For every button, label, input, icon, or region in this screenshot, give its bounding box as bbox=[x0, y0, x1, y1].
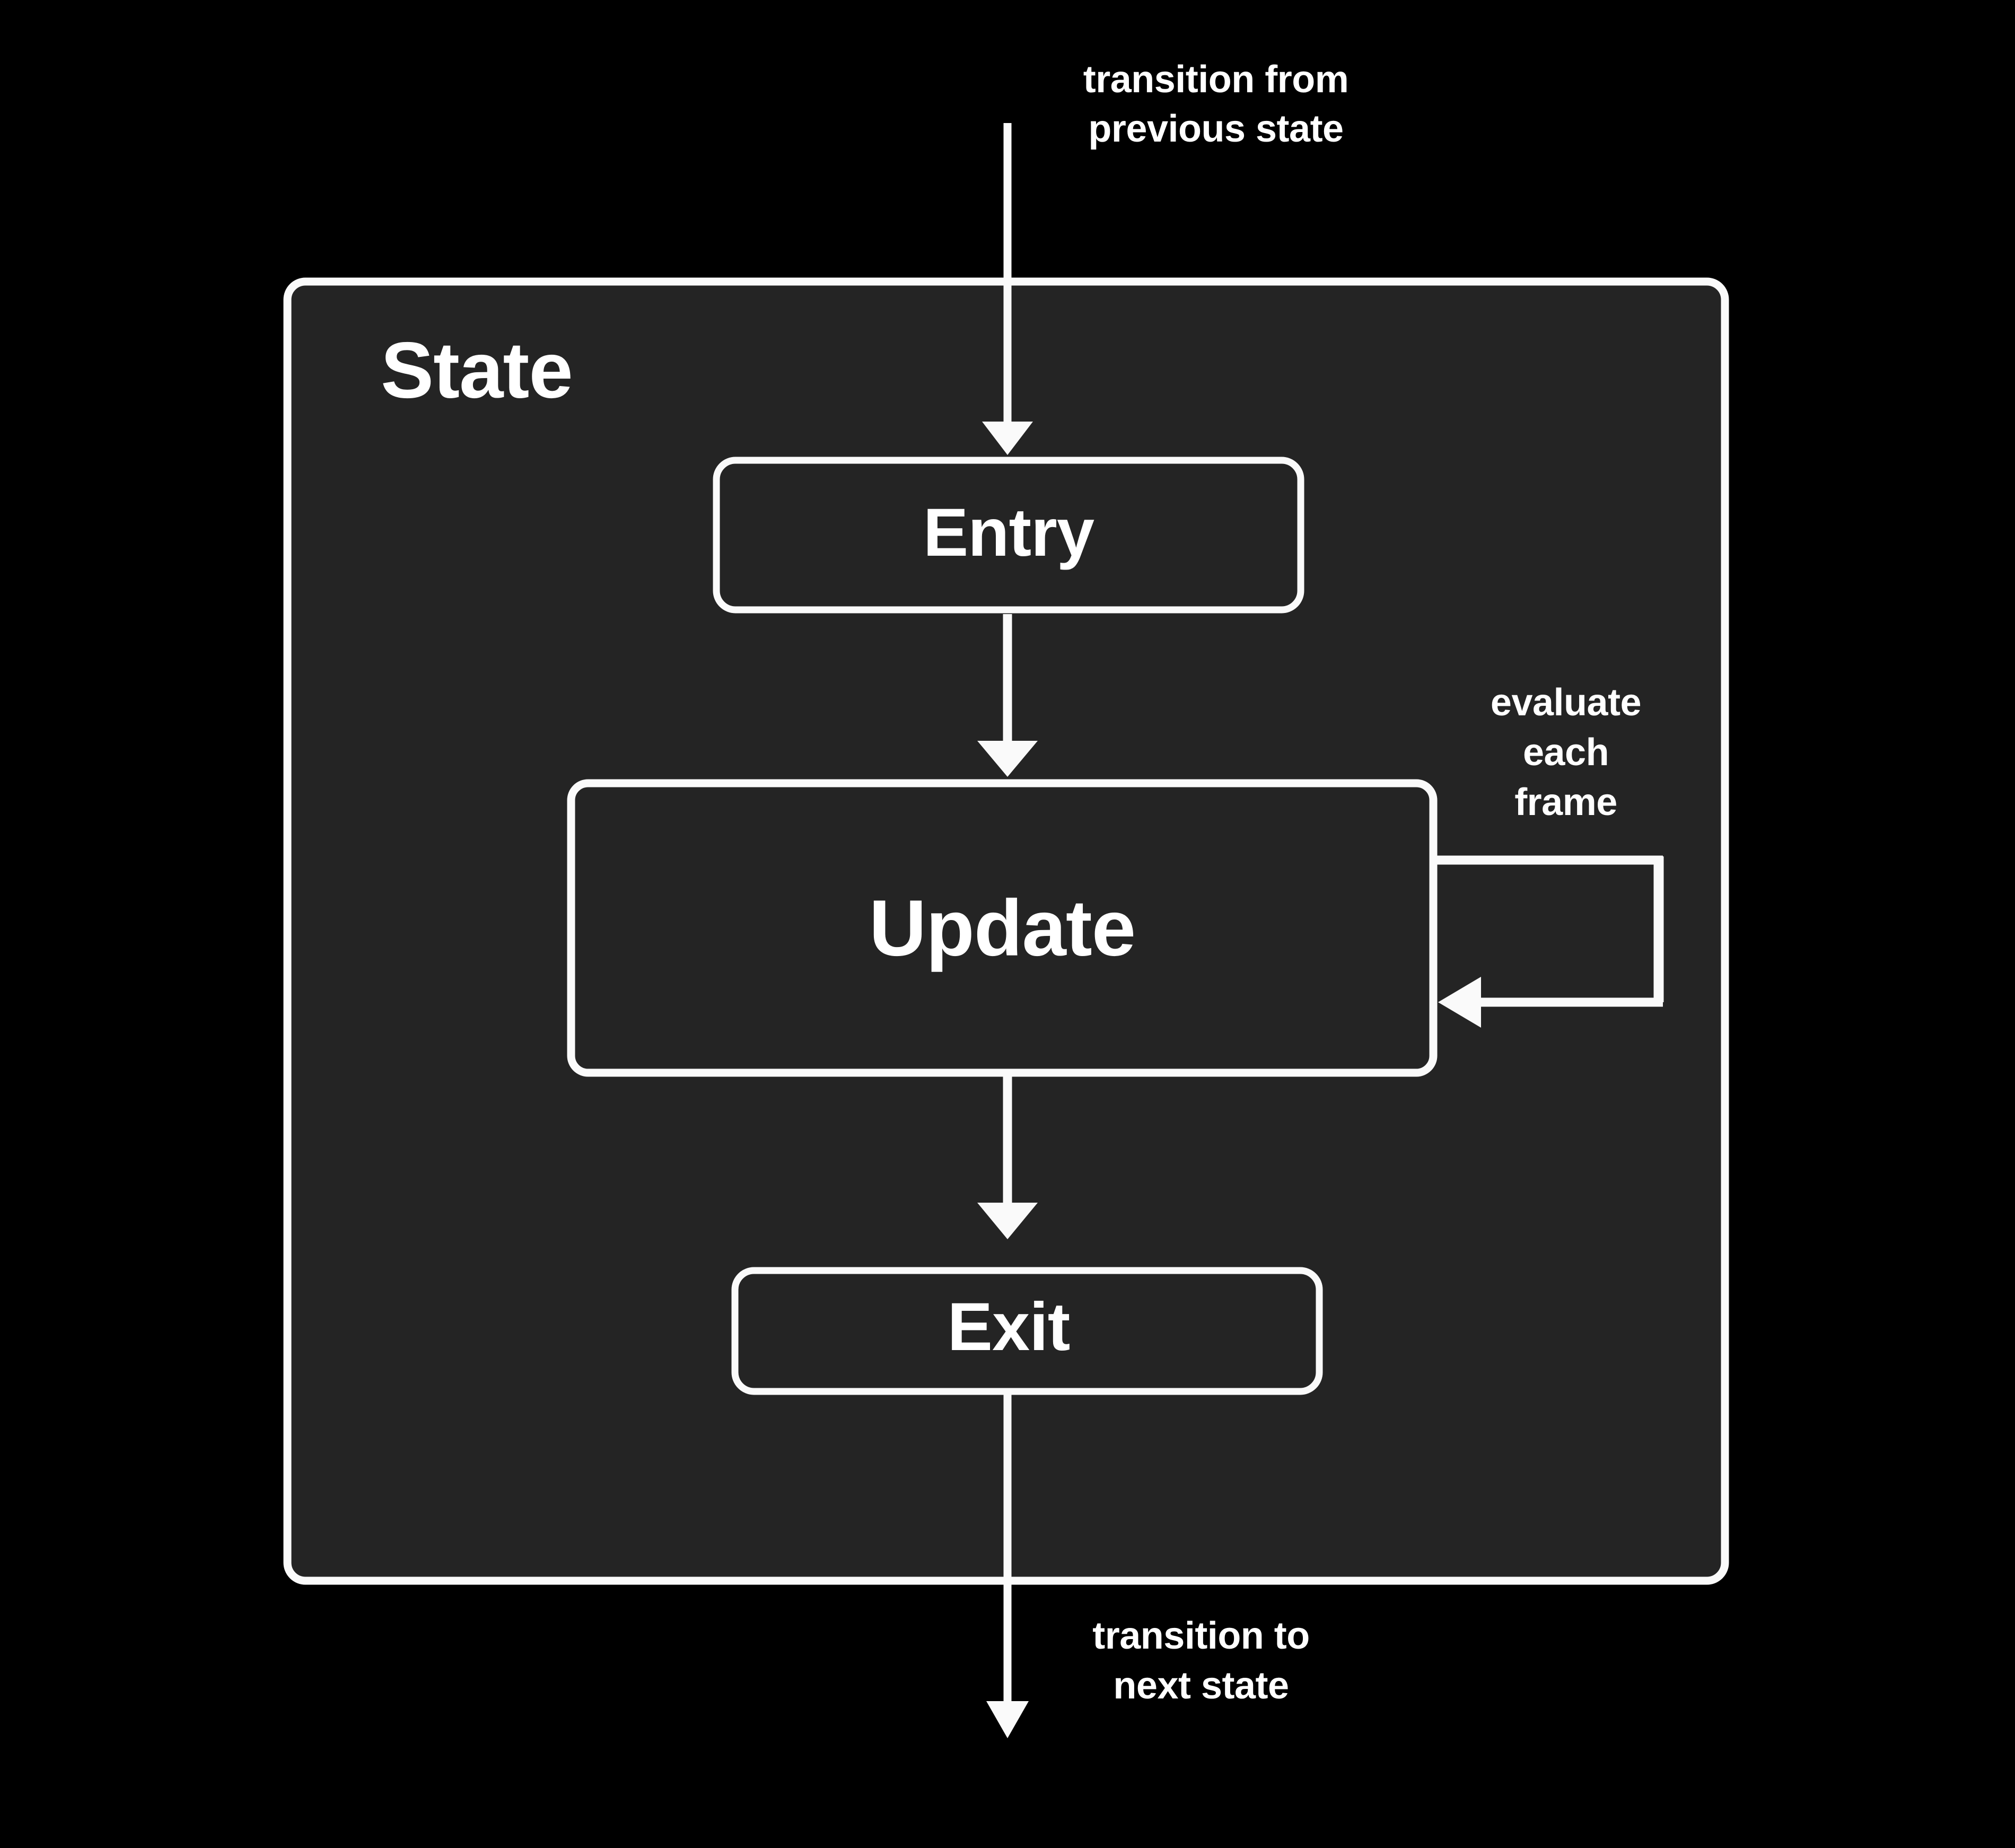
self-loop-label-line2: each bbox=[1523, 731, 1609, 774]
exit-node-box[interactable] bbox=[731, 1267, 1323, 1395]
incoming-transition-label-line1: transition from bbox=[1083, 58, 1349, 101]
entry-node-label: Entry bbox=[923, 495, 1094, 571]
outgoing-transition-label-line1: transition to bbox=[1092, 1615, 1309, 1657]
update-node-label: Update bbox=[869, 883, 1135, 973]
self-loop-label-line3: frame bbox=[1514, 781, 1617, 824]
update-to-exit-arrow bbox=[977, 1075, 1038, 1239]
entry-node-box[interactable] bbox=[713, 457, 1304, 614]
incoming-transition-arrow bbox=[982, 123, 1033, 455]
incoming-transition-label-line2: previous state bbox=[1088, 108, 1343, 150]
update-node-box[interactable] bbox=[567, 779, 1438, 1077]
state-container-title: State bbox=[381, 326, 573, 415]
update-self-loop-arrow bbox=[1435, 855, 1664, 1028]
self-loop-label-line1: evaluate bbox=[1491, 681, 1641, 724]
outgoing-transition-label-line2: next state bbox=[1113, 1665, 1289, 1707]
exit-node-label: Exit bbox=[948, 1289, 1070, 1365]
outgoing-transition-arrow bbox=[986, 1390, 1029, 1738]
entry-to-update-arrow bbox=[977, 614, 1038, 777]
